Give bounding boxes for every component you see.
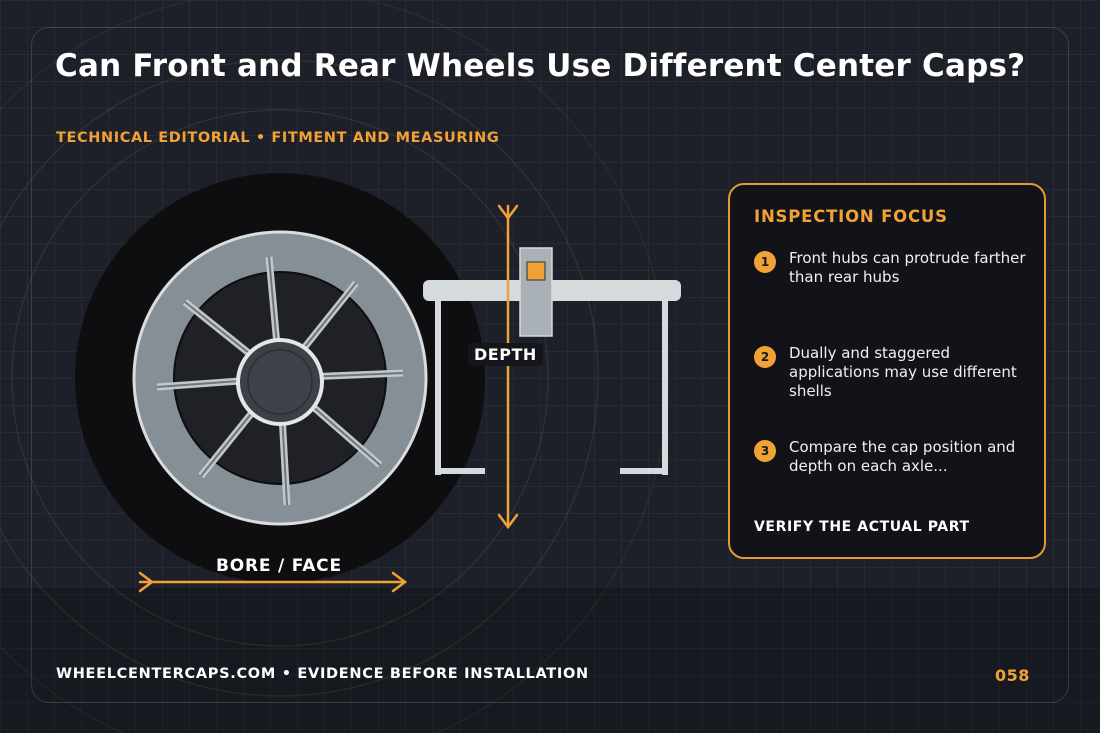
panel-title: INSPECTION FOCUS	[754, 207, 948, 226]
page-title: Can Front and Rear Wheels Use Different …	[55, 48, 1026, 84]
item-number-badge: 2	[754, 346, 776, 368]
footer-band	[0, 588, 1100, 733]
item-text: Front hubs can protrude farther than rea…	[789, 249, 1026, 286]
item-number-badge: 1	[754, 251, 776, 273]
footer-text: WHEELCENTERCAPS.COM • EVIDENCE BEFORE IN…	[56, 666, 589, 682]
measuring-fixture	[423, 247, 681, 475]
item-text: Dually and staggered applications may us…	[789, 344, 1017, 400]
depth-arrow	[497, 204, 519, 530]
item-text: Compare the cap position and depth on ea…	[789, 438, 1016, 475]
bore-arrow	[138, 571, 408, 593]
panel-footer: VERIFY THE ACTUAL PART	[754, 519, 970, 535]
content-frame	[31, 27, 1069, 703]
item-number-badge: 3	[754, 440, 776, 462]
inspection-panel: INSPECTION FOCUS 1 Front hubs can protru…	[728, 183, 1046, 559]
page-subtitle: TECHNICAL EDITORIAL • FITMENT AND MEASUR…	[56, 130, 500, 146]
page-number: 058	[995, 666, 1030, 685]
bore-face-label: BORE / FACE	[216, 556, 342, 576]
depth-label: DEPTH	[468, 343, 543, 366]
